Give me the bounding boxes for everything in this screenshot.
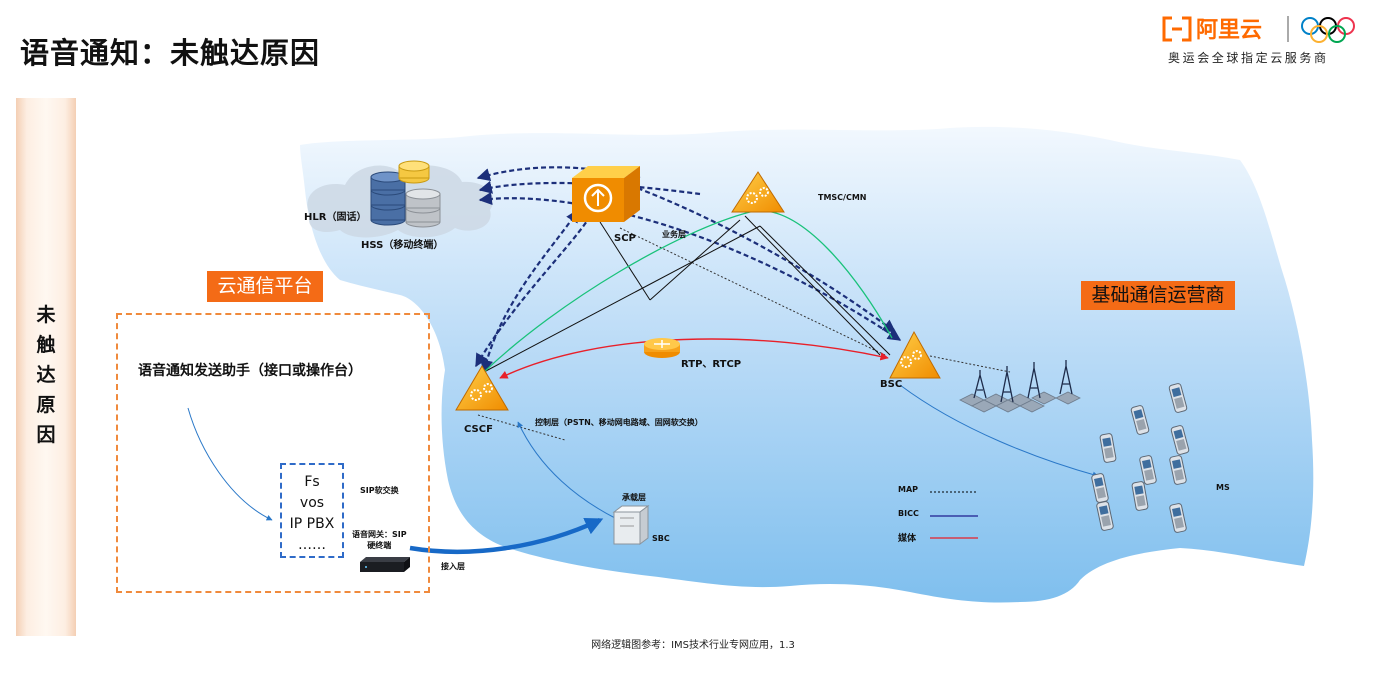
sbc-label: SBC — [652, 534, 670, 543]
legend-bicc-label: BICC — [898, 509, 919, 518]
media-link — [499, 338, 889, 379]
blue-links — [187, 384, 1099, 521]
mobile-phone-icon — [1169, 455, 1187, 485]
side-label-char: 原 — [36, 394, 56, 416]
scp-label: SCP — [614, 233, 636, 244]
control-layer-label: 控制层（PSTN、移动网电路域、固网软交换） — [535, 418, 703, 427]
page-title: 语音通知：未触达原因 — [20, 36, 321, 70]
hss-database-icon — [398, 160, 441, 228]
mobile-phone-icon — [1170, 425, 1190, 455]
aliyun-logo: 阿里云 奥运会全球指定云服务商 — [1160, 10, 1370, 70]
gateway-device-icon — [360, 557, 410, 572]
side-label-char: 因 — [36, 424, 56, 446]
legend-media-label: 媒体 — [898, 534, 917, 544]
cscf-label: CSCF — [464, 424, 493, 435]
service-layer-label: 业务层 — [662, 230, 686, 239]
cloud-platform-tag: 云通信平台 — [207, 271, 323, 302]
tmsc-node-icon — [731, 171, 785, 213]
aliyun-bracket-icon — [1162, 16, 1192, 42]
bicc-links — [483, 215, 891, 373]
gateway-label: 语音网关：SIP 硬终端 — [352, 530, 407, 550]
hlr-label: HLR（固话） — [304, 212, 367, 223]
soft-switch-line: IP PBX — [289, 516, 335, 532]
side-label-char: 未 — [36, 304, 56, 326]
bsc-label: BSC — [880, 379, 903, 390]
operator-tag: 基础通信运营商 — [1081, 281, 1235, 310]
legend-lines — [930, 491, 978, 539]
olympic-rings-icon — [1301, 17, 1355, 43]
side-panel — [16, 98, 76, 636]
mobile-phone-icon — [1099, 433, 1117, 463]
soft-switch-line: Fs — [304, 474, 320, 490]
green-link — [483, 210, 893, 373]
rtp-router-icon — [644, 338, 680, 358]
rtp-label: RTP、RTCP — [681, 359, 742, 370]
mobile-phone-icon — [1130, 405, 1150, 435]
mobile-phone-icon — [1169, 503, 1187, 533]
soft-switch-box: Fs vos IP PBX …… — [280, 463, 344, 558]
soft-switch-line: …… — [298, 537, 326, 553]
bsc-node-icon — [889, 330, 941, 379]
cloud-platform-box — [116, 313, 430, 593]
soft-switch-line: vos — [299, 495, 325, 511]
tmsc-label: TMSC/CMN — [818, 193, 867, 202]
mobile-phone-icon — [1168, 383, 1188, 413]
mobile-phone-icon — [1139, 455, 1157, 485]
reference-note: 网络逻辑图参考：IMS技术行业专网应用，1.3 — [591, 640, 795, 651]
bearer-layer-label: 承载层 — [622, 493, 646, 502]
mobile-phone-icon — [1131, 481, 1149, 511]
side-label-char: 达 — [36, 364, 56, 386]
logo-brand: 阿里云 — [1196, 18, 1263, 43]
hss-label: HSS（移动终端） — [361, 240, 444, 251]
ms-label: MS — [1216, 483, 1230, 492]
sbc-device-icon — [612, 505, 650, 545]
voice-assistant-label: 语音通知发送助手（接口或操作台） — [138, 363, 362, 379]
sip-soft-switch-label: SIP软交换 — [360, 486, 399, 495]
mobile-handsets — [1091, 383, 1190, 533]
logo-tagline: 奥运会全球指定云服务商 — [1168, 51, 1329, 65]
base-station-grid-icon — [959, 360, 1081, 413]
scp-node-icon — [572, 166, 640, 222]
side-label: 未触达原因 — [16, 300, 76, 450]
hlr-database-icon — [370, 171, 406, 226]
side-label-char: 触 — [36, 334, 56, 356]
mobile-phone-icon — [1091, 473, 1109, 503]
cscf-node-icon — [455, 365, 509, 411]
legend-map-label: MAP — [898, 485, 919, 494]
mobile-phone-icon — [1096, 501, 1114, 531]
access-link — [409, 517, 604, 555]
access-layer-label: 接入层 — [441, 562, 465, 571]
